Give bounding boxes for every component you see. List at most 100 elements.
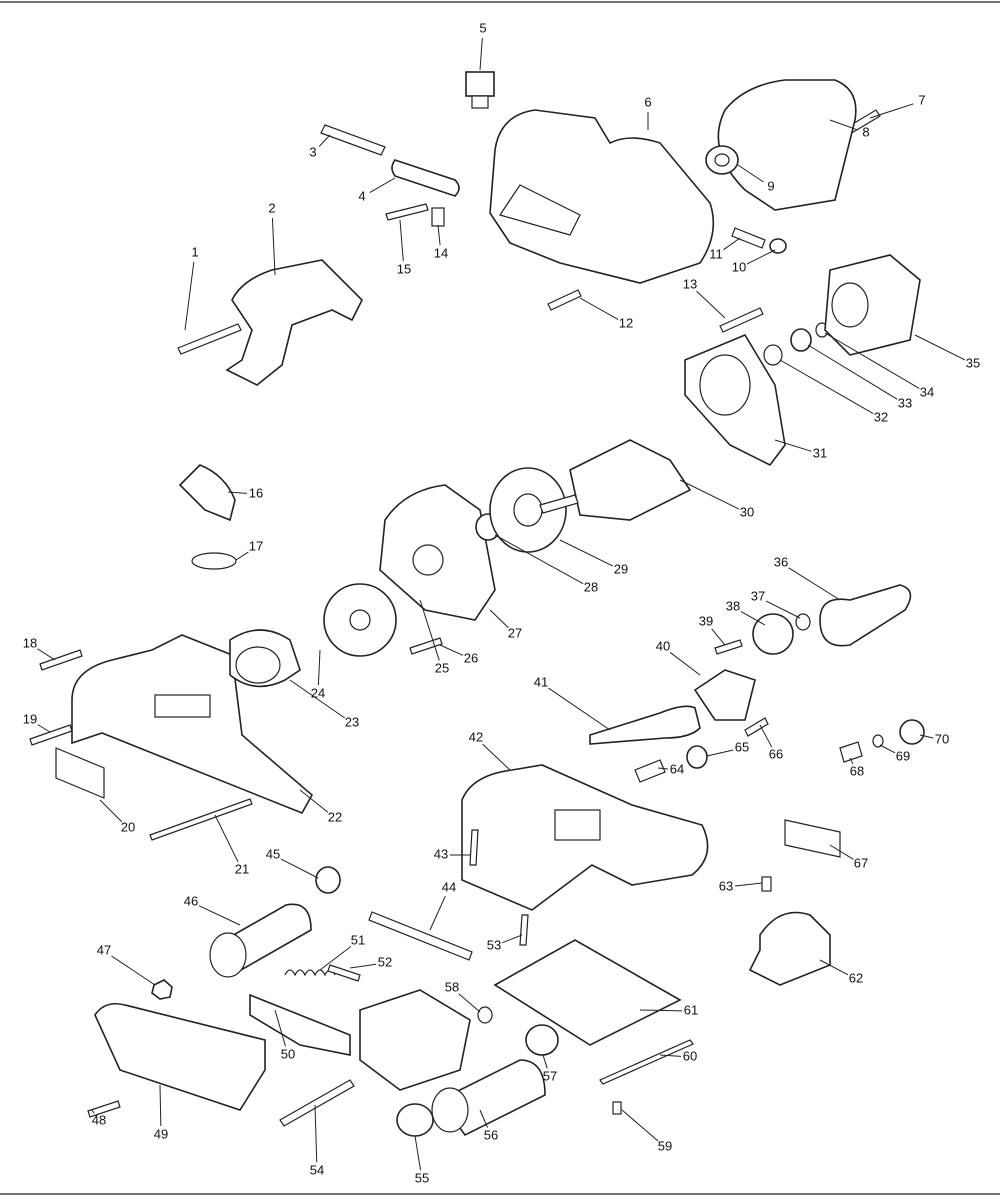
callout-35: 35 xyxy=(966,355,980,370)
cover-62 xyxy=(748,911,831,986)
callout-31: 31 xyxy=(813,445,827,460)
screw-15 xyxy=(385,203,429,221)
leader-line-62 xyxy=(819,959,849,976)
leader-line-45 xyxy=(280,858,319,879)
leader-line-50 xyxy=(274,1009,286,1047)
callout-3: 3 xyxy=(309,144,316,159)
leader-line-17 xyxy=(235,551,249,561)
leader-line-59 xyxy=(621,1109,659,1142)
leader-line-48 xyxy=(91,1109,95,1114)
callout-30: 30 xyxy=(740,504,754,519)
bearing-55 xyxy=(396,1103,434,1137)
leader-line-67 xyxy=(829,844,854,860)
leader-line-52 xyxy=(349,963,377,969)
callout-26: 26 xyxy=(464,650,478,665)
callout-65: 65 xyxy=(735,739,749,754)
callout-38: 38 xyxy=(726,598,740,613)
callout-27: 27 xyxy=(508,625,522,640)
leader-line-18 xyxy=(37,648,56,661)
bearing-57 xyxy=(525,1024,559,1056)
callout-8: 8 xyxy=(862,124,869,139)
leader-line-2 xyxy=(271,217,276,276)
leader-line-12 xyxy=(579,297,619,321)
callout-20: 20 xyxy=(121,819,135,834)
drive-belt-36 xyxy=(819,584,912,647)
callout-47: 47 xyxy=(97,942,111,957)
callout-36: 36 xyxy=(774,554,788,569)
leader-line-65 xyxy=(706,749,734,757)
callout-9: 9 xyxy=(767,178,774,193)
callout-33: 33 xyxy=(898,395,912,410)
washer-37 xyxy=(795,613,811,631)
leader-line-13 xyxy=(696,290,726,319)
callout-56: 56 xyxy=(484,1127,498,1142)
callout-39: 39 xyxy=(699,613,713,628)
nut-47 xyxy=(151,979,173,1000)
leader-line-7 xyxy=(869,103,914,119)
screw-59 xyxy=(612,1101,622,1115)
leader-line-60 xyxy=(659,1054,682,1057)
callout-54: 54 xyxy=(310,1162,324,1177)
callout-32: 32 xyxy=(874,409,888,424)
callout-16: 16 xyxy=(249,485,263,500)
callout-57: 57 xyxy=(543,1068,557,1083)
leader-line-47 xyxy=(111,955,156,986)
leader-line-4 xyxy=(369,177,396,193)
leader-line-70 xyxy=(919,734,934,739)
callout-63: 63 xyxy=(719,878,733,893)
ring-17 xyxy=(191,552,237,570)
leader-line-25 xyxy=(419,599,440,661)
callout-18: 18 xyxy=(23,635,37,650)
callout-13: 13 xyxy=(683,276,697,291)
screw-43 xyxy=(469,829,479,866)
screw-26 xyxy=(409,637,443,655)
leader-line-10 xyxy=(746,249,776,265)
bearing-45 xyxy=(315,866,341,894)
leader-line-66 xyxy=(759,724,773,748)
leader-line-46 xyxy=(198,905,241,926)
callout-69: 69 xyxy=(896,748,910,763)
leader-line-21 xyxy=(214,814,239,863)
leader-lines xyxy=(37,37,966,1171)
roller-46-end xyxy=(209,932,247,978)
leader-line-54 xyxy=(314,1104,318,1163)
leader-line-20 xyxy=(99,799,122,822)
label-67 xyxy=(784,819,841,858)
callout-51: 51 xyxy=(351,932,365,947)
rod-3 xyxy=(320,124,386,156)
pin-52 xyxy=(327,964,361,982)
handle-cover-2 xyxy=(225,259,363,386)
callout-49: 49 xyxy=(154,1126,168,1141)
parts-drawings xyxy=(29,71,925,1137)
belt-guard-22 xyxy=(71,634,314,815)
callout-2: 2 xyxy=(268,200,275,215)
leader-line-29 xyxy=(559,539,614,567)
field-35-bore xyxy=(831,282,869,328)
screw-21 xyxy=(149,798,253,841)
leader-line-15 xyxy=(399,219,404,262)
leader-line-53 xyxy=(502,934,523,944)
callout-29: 29 xyxy=(614,561,628,576)
field-35 xyxy=(824,254,921,356)
leader-line-57 xyxy=(542,1054,548,1069)
roller-56-end xyxy=(431,1087,469,1133)
bearing-plate-40 xyxy=(693,669,756,721)
leader-line-27 xyxy=(489,609,509,629)
leader-line-41 xyxy=(548,687,611,731)
fan-29-hub xyxy=(513,493,543,527)
leader-line-19 xyxy=(37,724,51,733)
callout-60: 60 xyxy=(683,1048,697,1063)
callout-6: 6 xyxy=(644,94,651,109)
leader-line-68 xyxy=(849,757,854,765)
callout-28: 28 xyxy=(584,579,598,594)
switch-5b xyxy=(471,95,489,109)
leader-line-49 xyxy=(159,1084,162,1127)
washer-69 xyxy=(872,734,884,748)
callout-10: 10 xyxy=(732,259,746,274)
leader-line-28 xyxy=(494,534,584,585)
leader-line-9 xyxy=(737,164,764,183)
callout-7: 7 xyxy=(918,92,925,107)
callout-5: 5 xyxy=(479,20,486,35)
callout-62: 62 xyxy=(849,970,863,985)
